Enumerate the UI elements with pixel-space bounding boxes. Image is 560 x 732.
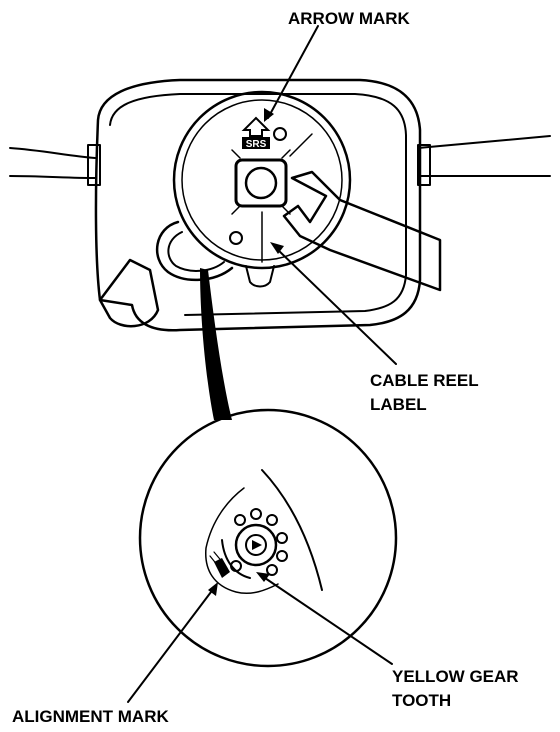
reel-hub-center bbox=[244, 166, 278, 200]
left-stalk-upper bbox=[9, 147, 96, 159]
srs-badge bbox=[242, 137, 270, 149]
left-stalk-lower bbox=[9, 175, 96, 179]
gear bbox=[230, 508, 288, 576]
srs-badge-text: SRS bbox=[246, 139, 267, 150]
leader-lines bbox=[127, 25, 397, 703]
zoom-connector bbox=[200, 268, 232, 420]
label-cable-reel-1: CABLE REEL bbox=[370, 371, 479, 390]
left-tab bbox=[87, 144, 101, 186]
label-yellow-gear-2: TOOTH bbox=[392, 691, 451, 710]
reel-bottom-tab bbox=[245, 265, 275, 288]
reel-loop-inner bbox=[167, 231, 225, 272]
leader-yellow-tooth-head bbox=[256, 572, 270, 582]
detail-circle bbox=[138, 408, 398, 668]
leader-yellow-tooth bbox=[261, 575, 393, 665]
wrench-shaft bbox=[282, 170, 442, 292]
label-arrow-mark: ARROW MARK bbox=[288, 9, 411, 28]
leader-cable-reel-head bbox=[270, 242, 284, 254]
reel-hub bbox=[234, 158, 288, 208]
right-stalk-upper bbox=[417, 135, 551, 149]
label-alignment-mark: ALIGNMENT MARK bbox=[12, 707, 169, 726]
hub-corner-marks bbox=[231, 149, 291, 215]
detail-curve-1 bbox=[261, 469, 323, 591]
wrench-edge bbox=[339, 199, 431, 237]
leader-cable-reel bbox=[275, 247, 397, 365]
leader-alignment bbox=[127, 587, 215, 703]
reel-hole-lower bbox=[229, 231, 243, 245]
reel-loop bbox=[155, 220, 234, 282]
cable-reel-disc bbox=[172, 90, 352, 270]
label-yellow-gear-1: YELLOW GEAR bbox=[392, 667, 519, 686]
alignment-mark-shape bbox=[214, 558, 230, 578]
column-housing-inner bbox=[109, 93, 407, 316]
column-housing bbox=[94, 78, 422, 332]
leader-arrow-mark bbox=[267, 25, 319, 119]
steering-hub-assembly: SRS bbox=[9, 78, 551, 332]
lower-lever bbox=[98, 258, 160, 328]
label-divider-2 bbox=[289, 133, 313, 157]
arrow-up-icon bbox=[241, 116, 271, 137]
leader-arrow-mark-head bbox=[264, 108, 274, 122]
right-tab bbox=[417, 144, 431, 186]
reel-hole-upper bbox=[273, 127, 287, 141]
label-cable-reel-2: LABEL bbox=[370, 395, 427, 414]
detail-curve-2 bbox=[205, 487, 279, 595]
alignment-hatch bbox=[209, 551, 225, 567]
leader-alignment-head bbox=[208, 582, 218, 596]
magnified-detail bbox=[138, 408, 398, 668]
